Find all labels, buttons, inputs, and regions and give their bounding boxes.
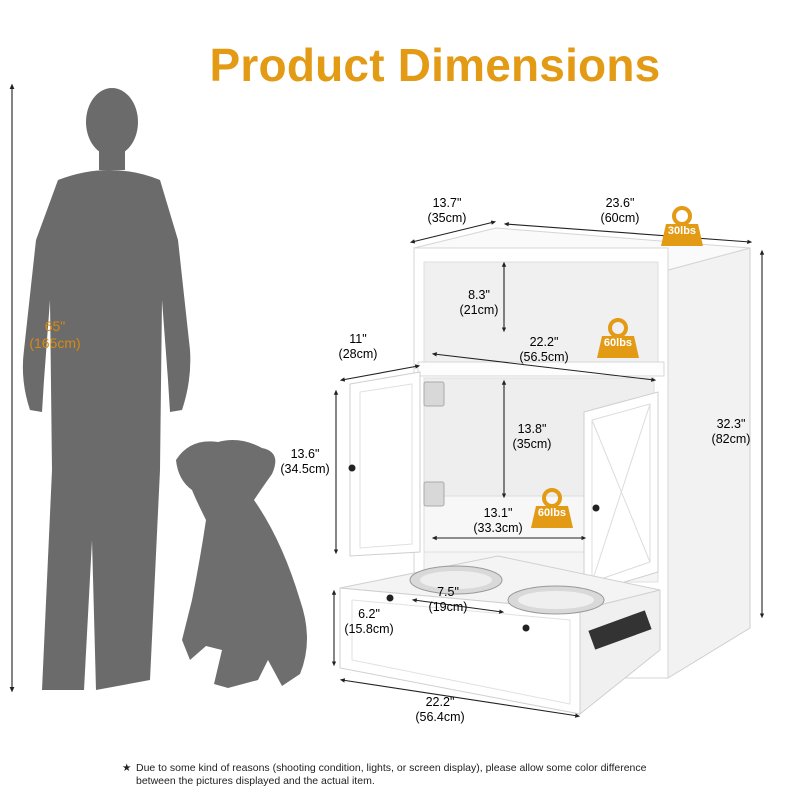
- bowl-spacing-in: 7.5": [437, 585, 459, 599]
- door-width-label: 11" (28cm): [328, 332, 388, 362]
- weight-icon: [597, 318, 639, 358]
- weight-badge-top: 30lbs: [660, 206, 704, 246]
- drawer-height-in: 6.2": [358, 607, 380, 621]
- drawer-width-label: 22.2" (56.4cm): [400, 695, 480, 725]
- footnote-text: Due to some kind of reasons (shooting co…: [136, 762, 647, 787]
- drawer-width-cm: (56.4cm): [415, 710, 465, 724]
- shelf-width-label: 22.2" (56.5cm): [504, 335, 584, 365]
- total-height-in: 32.3": [716, 417, 746, 431]
- shelf-height-label: 8.3" (21cm): [444, 288, 514, 318]
- weight-top-label: 30lbs: [667, 225, 697, 237]
- person-height-cm: (165cm): [29, 335, 81, 351]
- shelf-height-in: 8.3": [468, 288, 490, 302]
- weight-badge-cabinet: 60lbs: [530, 488, 574, 528]
- top-width-in: 23.6": [605, 196, 635, 210]
- drawer-width-in: 22.2": [425, 695, 455, 709]
- bowl-spacing-cm: (19cm): [428, 600, 468, 614]
- cabinet-height-cm: (35cm): [512, 437, 552, 451]
- top-depth-cm: (35cm): [427, 211, 467, 225]
- person-height-label: 65" (165cm): [20, 318, 90, 352]
- total-height-cm: (82cm): [711, 432, 751, 446]
- left-door: [348, 371, 445, 557]
- cabinet-depth-cm: (33.3cm): [473, 521, 523, 535]
- cabinet-height-in: 13.8": [517, 422, 547, 436]
- person-silhouette: [22, 88, 191, 690]
- shelf-width-cm: (56.5cm): [519, 350, 569, 364]
- right-door: [583, 391, 659, 595]
- cabinet-depth-label: 13.1" (33.3cm): [458, 506, 538, 536]
- top-depth-label: 13.7" (35cm): [412, 196, 482, 226]
- cabinet-height-label: 13.8" (35cm): [500, 422, 564, 452]
- dimension-lines: [331, 220, 765, 718]
- door-height-cm: (34.5cm): [280, 462, 330, 476]
- top-width-label: 23.6" (60cm): [585, 196, 655, 226]
- cabinet-depth-in: 13.1": [483, 506, 513, 520]
- weight-icon: [531, 488, 573, 528]
- total-height-label: 32.3" (82cm): [696, 417, 766, 447]
- shelf-width-in: 22.2": [529, 335, 559, 349]
- weight-cabinet-label: 60lbs: [537, 507, 567, 519]
- door-width-cm: (28cm): [338, 347, 378, 361]
- drawer-height-cm: (15.8cm): [344, 622, 394, 636]
- weight-shelf-label: 60lbs: [603, 337, 633, 349]
- dog-silhouette: [176, 440, 307, 688]
- weight-icon: [661, 206, 703, 246]
- weight-badge-shelf: 60lbs: [596, 318, 640, 358]
- shelf-height-cm: (21cm): [459, 303, 499, 317]
- top-width-cm: (60cm): [600, 211, 640, 225]
- door-height-label: 13.6" (34.5cm): [270, 447, 340, 477]
- bowl-spacing-label: 7.5" (19cm): [418, 585, 478, 615]
- star-icon: ★: [122, 762, 132, 774]
- door-width-in: 11": [349, 332, 367, 346]
- drawer-height-label: 6.2" (15.8cm): [334, 607, 404, 637]
- footnote: ★ Due to some kind of reasons (shooting …: [122, 762, 682, 788]
- person-height-in: 65": [44, 318, 66, 334]
- page-title: Product Dimensions: [209, 39, 661, 91]
- top-depth-in: 13.7": [432, 196, 462, 210]
- door-height-in: 13.6": [290, 447, 320, 461]
